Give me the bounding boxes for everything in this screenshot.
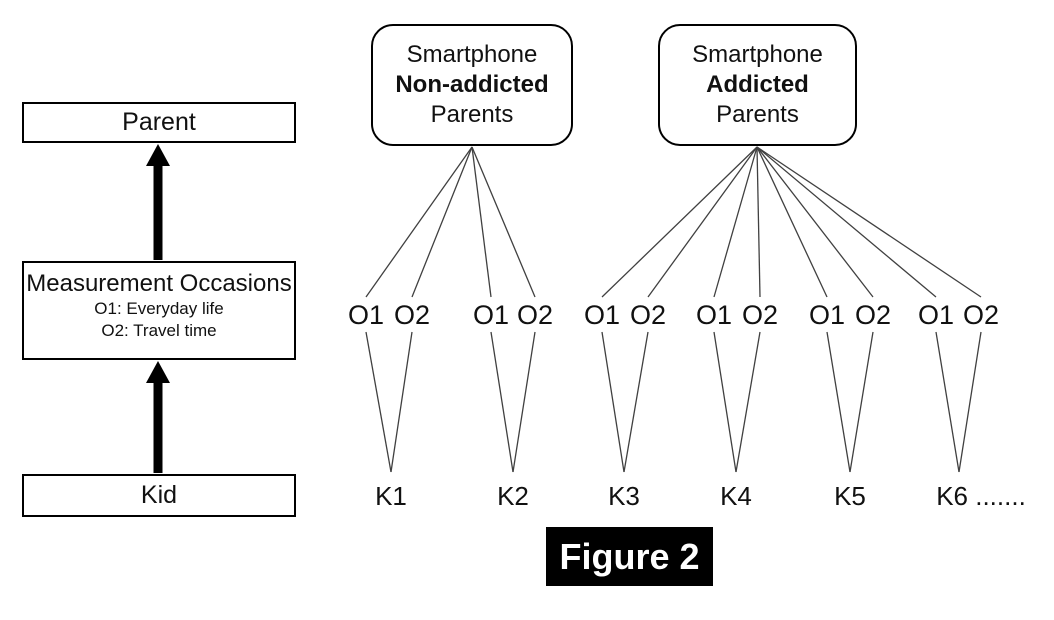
- v-line: [958, 331, 982, 473]
- fan-line: [471, 146, 492, 298]
- v-line: [826, 331, 851, 473]
- group2-line2: Addicted: [706, 71, 809, 98]
- v-line: [849, 331, 874, 473]
- measurement-item-travel-time: O2: Travel time: [101, 321, 217, 340]
- fan-line: [756, 146, 761, 298]
- v-line: [365, 331, 392, 473]
- v-line: [601, 331, 625, 473]
- occasion-label: O2: [854, 300, 892, 330]
- fan-line: [756, 146, 937, 298]
- occasion-label: O2: [741, 300, 779, 330]
- parent-box: Parent: [22, 102, 296, 143]
- kid-box: Kid: [22, 474, 296, 517]
- group1-line3: Parents: [430, 101, 514, 128]
- kid-label: K5: [834, 481, 866, 511]
- occasion-label: O2: [962, 300, 1000, 330]
- fan-line: [411, 146, 473, 298]
- occasion-label: O2: [629, 300, 667, 330]
- fan-line: [471, 146, 536, 298]
- occasion-label: O1: [695, 300, 733, 330]
- group2-line1: Smartphone: [692, 41, 823, 68]
- v-line: [735, 331, 761, 473]
- v-line: [390, 331, 413, 473]
- fan-line: [647, 146, 758, 298]
- occasion-label: O1: [917, 300, 955, 330]
- occasion-label: O1: [583, 300, 621, 330]
- occasion-label: O1: [472, 300, 510, 330]
- group1-line1: Smartphone: [406, 41, 538, 68]
- measurement-box-title: Measurement Occasions: [26, 270, 292, 297]
- fan-line: [756, 146, 828, 298]
- arrow-head: [146, 144, 170, 166]
- fan-lines-addicted: [601, 146, 982, 298]
- occasion-to-kid-lines: [365, 331, 982, 473]
- occasion-label: O1: [347, 300, 385, 330]
- v-line: [713, 331, 737, 473]
- group2-line3: Parents: [716, 101, 799, 128]
- group1-line2: Non-addicted: [395, 71, 549, 98]
- v-line: [935, 331, 960, 473]
- fan-line: [601, 146, 758, 298]
- fan-line: [713, 146, 758, 298]
- figure-caption-label: Figure 2: [559, 535, 700, 577]
- addicted-parents-box: Smartphone Addicted Parents: [658, 24, 857, 146]
- v-line: [490, 331, 514, 473]
- kid-label: K3: [608, 481, 640, 511]
- measurement-occasions-box: Measurement Occasions O1: Everyday life …: [22, 261, 296, 360]
- kid-label: K1: [375, 481, 407, 511]
- figure-caption: Figure 2: [546, 527, 713, 586]
- nonaddicted-parents-box: Smartphone Non-addicted Parents: [371, 24, 573, 146]
- up-arrow-measurement-to-parent: [146, 144, 170, 260]
- measurement-item-everyday-life: O1: Everyday life: [94, 299, 224, 318]
- occasion-label: O2: [393, 300, 431, 330]
- fan-lines-nonaddicted: [365, 146, 536, 298]
- kid-label: K6 .......: [936, 481, 1026, 511]
- occasion-label: O2: [516, 300, 554, 330]
- occasion-label: O1: [808, 300, 846, 330]
- fan-line: [756, 146, 982, 298]
- parent-box-label: Parent: [122, 108, 196, 136]
- v-line: [623, 331, 649, 473]
- kid-box-label: Kid: [140, 481, 178, 509]
- fan-line: [365, 146, 473, 298]
- kid-label: K4: [720, 481, 752, 511]
- kid-label: K2: [497, 481, 529, 511]
- up-arrow-kid-to-measurement: [146, 361, 170, 473]
- arrow-head: [146, 361, 170, 383]
- v-line: [512, 331, 536, 473]
- fan-line: [756, 146, 874, 298]
